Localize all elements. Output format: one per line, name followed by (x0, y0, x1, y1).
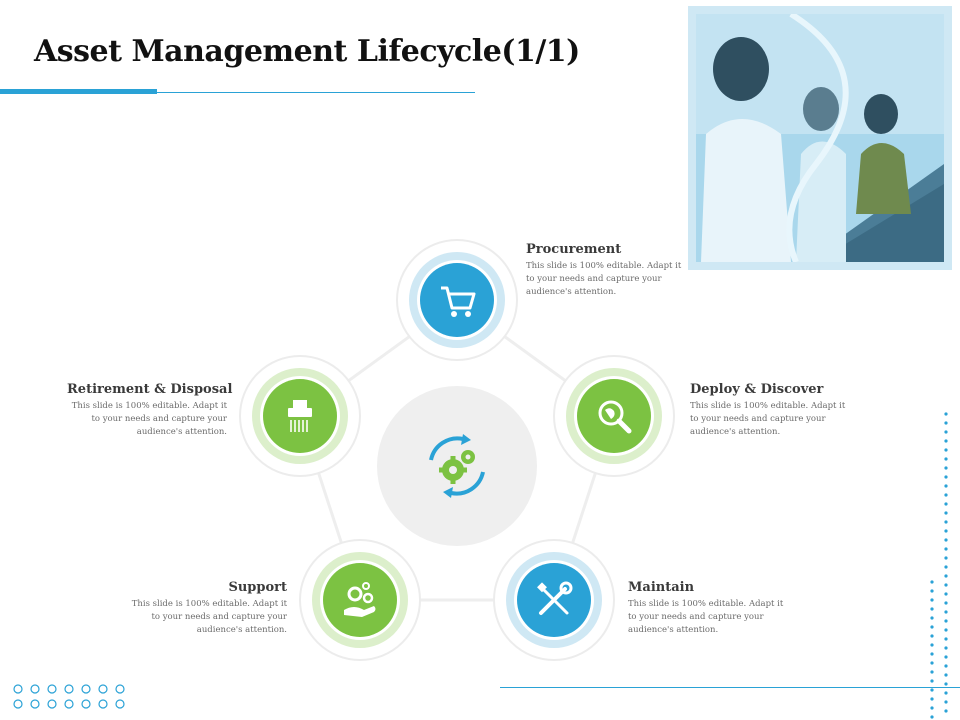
decor-dot (98, 684, 108, 694)
decor-dot (930, 625, 934, 629)
decor-dot (944, 529, 948, 533)
decor-dot (930, 643, 934, 647)
decor-dot (98, 699, 108, 709)
decor-dot (944, 493, 948, 497)
decor-dot (47, 699, 57, 709)
decor-dot (930, 661, 934, 665)
decor-dot (930, 589, 934, 593)
shopping-cart-icon (441, 286, 476, 317)
decor-dot (115, 684, 125, 694)
step-description: This slide is 100% editable. Adapt it to… (71, 401, 227, 437)
decor-dot (944, 655, 948, 659)
decor-dot (944, 412, 948, 416)
decor-dot (115, 699, 125, 709)
decor-dot (944, 511, 948, 515)
step-node (396, 239, 518, 361)
decor-dot (944, 430, 948, 434)
step-procurement: Procurement This slide is 100% editable.… (526, 242, 686, 299)
decor-dot (944, 664, 948, 668)
decor-dot (944, 700, 948, 704)
globe-search-icon (598, 400, 632, 434)
decor-dot (944, 421, 948, 425)
title-underline (0, 92, 475, 93)
decor-dot (930, 670, 934, 674)
decor-dot (944, 538, 948, 542)
step-description: This slide is 100% editable. Adapt it to… (690, 401, 846, 437)
step-title: Procurement (526, 242, 622, 257)
decor-dot (944, 709, 948, 713)
decor-dot (930, 679, 934, 683)
decor-dot (944, 610, 948, 614)
decor-dot (944, 628, 948, 632)
decor-dot (81, 699, 91, 709)
decor-dot (944, 502, 948, 506)
step-node (239, 355, 361, 477)
decorative-dot-grid (13, 684, 125, 709)
decor-dot (930, 688, 934, 692)
page-title: Asset Management Lifecycle(1/1) (34, 34, 580, 69)
decor-dot (944, 556, 948, 560)
decor-dot (944, 592, 948, 596)
decor-dot (930, 607, 934, 611)
step-title: Support (228, 580, 287, 595)
decor-dot (944, 565, 948, 569)
step-title: Maintain (628, 580, 695, 595)
step-node-core (420, 263, 494, 337)
decor-dot (930, 634, 934, 638)
decor-dot (944, 475, 948, 479)
step-maintain: Maintain This slide is 100% editable. Ad… (628, 580, 788, 637)
decor-dot (930, 697, 934, 701)
step-retirement-disposal: Retirement & Disposal This slide is 100%… (67, 382, 233, 439)
step-description: This slide is 100% editable. Adapt it to… (131, 599, 287, 635)
decor-dot (930, 652, 934, 656)
decor-dot (930, 598, 934, 602)
decor-dot (944, 637, 948, 641)
step-node (299, 539, 421, 661)
step-description: This slide is 100% editable. Adapt it to… (628, 599, 784, 635)
decor-dot (944, 520, 948, 524)
decor-dot (944, 682, 948, 686)
step-node (553, 355, 675, 477)
hand-gears-icon (344, 582, 376, 617)
step-support: Support This slide is 100% editable. Ada… (127, 580, 287, 637)
bottom-divider (500, 687, 960, 688)
decor-dot (13, 684, 23, 694)
decor-dot (81, 684, 91, 694)
decor-dot (930, 580, 934, 584)
decor-dot (944, 619, 948, 623)
decor-dot (64, 699, 74, 709)
step-description: This slide is 100% editable. Adapt it to… (526, 261, 682, 297)
decor-dot (944, 646, 948, 650)
step-node (493, 539, 615, 661)
title-underline-accent (0, 89, 157, 94)
decor-dot (944, 691, 948, 695)
step-deploy-discover: Deploy & Discover This slide is 100% edi… (690, 382, 850, 439)
shredder-icon (288, 400, 312, 432)
decor-dot (944, 673, 948, 677)
decor-dot (47, 684, 57, 694)
step-title: Deploy & Discover (690, 382, 824, 397)
decor-dot (930, 616, 934, 620)
decor-dot (944, 574, 948, 578)
gears-cycle-icon (429, 434, 485, 498)
decor-dot (30, 699, 40, 709)
decor-dot (944, 484, 948, 488)
decor-dot (930, 706, 934, 710)
decor-dot (13, 699, 23, 709)
decor-dot (30, 684, 40, 694)
decor-dot (944, 466, 948, 470)
decor-dot (944, 457, 948, 461)
decor-dot (944, 547, 948, 551)
decorative-dot-column (930, 412, 948, 719)
decor-dot (944, 601, 948, 605)
decor-dot (944, 448, 948, 452)
decor-dot (944, 439, 948, 443)
decor-dot (944, 583, 948, 587)
meeting-photo (688, 6, 952, 270)
decor-dot (930, 715, 934, 719)
decor-dot (64, 684, 74, 694)
step-node-core (323, 563, 397, 637)
step-title: Retirement & Disposal (67, 382, 233, 397)
